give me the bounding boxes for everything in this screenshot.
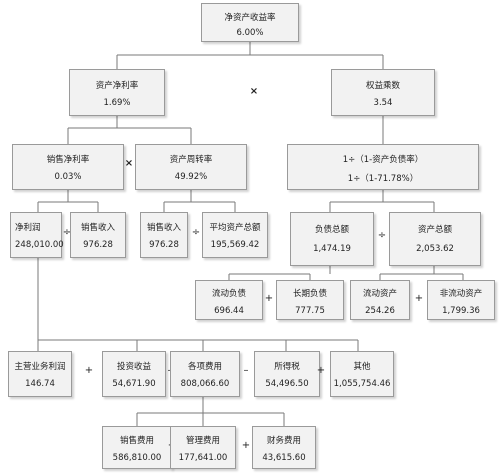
node-avg-assets-value: 195,569.42 [210, 240, 260, 250]
node-sell-exp-label: 销售费用 [119, 436, 154, 446]
node-tat-value: 49.92% [174, 172, 208, 182]
node-sales-revenue-2: 销售收入 976.28 [140, 212, 188, 258]
node-main-profit-label: 主营业务利润 [14, 362, 66, 372]
node-em-value: 3.54 [373, 98, 393, 108]
node-other: 其他 1,055,754.46 [330, 351, 394, 397]
node-cur-liab-value: 696.44 [214, 306, 244, 316]
node-other-label: 其他 [353, 362, 371, 372]
node-admin-exp-value: 177,641.00 [178, 453, 228, 463]
node-formula-label: 1÷（1-资产负债率） [342, 155, 424, 165]
node-income-tax: 所得税 54,496.50 [254, 351, 320, 397]
node-current-assets: 流动资产 254.26 [350, 280, 410, 320]
node-invest-label: 投资收益 [116, 362, 151, 372]
node-current-liabilities: 流动负债 696.44 [195, 280, 263, 320]
node-main-business-profit: 主营业务利润 146.74 [8, 351, 72, 397]
node-lt-liab-label: 长期负债 [292, 289, 327, 299]
node-admin-expenses: 管理费用 177,641.00 [170, 426, 236, 469]
node-net-profit-margin: 销售净利率 0.03% [12, 144, 124, 190]
plus-operator-6: + [241, 440, 251, 451]
node-roa: 资产净利率 1.69% [69, 69, 165, 116]
minus-operator-2: – [243, 365, 249, 376]
node-sales1-value: 976.28 [83, 240, 113, 250]
node-sales2-label: 销售收入 [146, 223, 181, 233]
node-selling-expenses: 销售费用 586,810.00 [102, 426, 172, 469]
node-fin-exp-value: 43,615.60 [262, 453, 306, 463]
node-noncur-assets-value: 1,799.36 [442, 306, 480, 316]
times-operator: × [249, 86, 259, 97]
node-noncurrent-assets: 非流动资产 1,799.36 [427, 280, 495, 320]
node-expenses-label: 各项费用 [187, 362, 222, 372]
divide-operator: ÷ [62, 227, 72, 238]
node-total-liabilities: 负债总额 1,474.19 [290, 212, 374, 266]
node-roe: 净资产收益率 6.00% [201, 3, 299, 42]
node-main-profit-value: 146.74 [25, 379, 55, 389]
node-tat-label: 资产周转率 [169, 155, 213, 165]
node-average-total-assets: 平均资产总额 195,569.42 [202, 212, 268, 258]
node-em-label: 权益乘数 [365, 81, 400, 91]
plus-operator-3: + [84, 365, 94, 376]
node-various-expenses: 各项费用 808,066.60 [170, 351, 240, 397]
node-liab-value: 1,474.19 [313, 244, 351, 254]
divide-operator-3: ÷ [377, 230, 387, 241]
plus-operator-4: + [316, 365, 326, 376]
node-roe-value: 6.00% [236, 28, 264, 38]
node-cur-assets-value: 254.26 [365, 306, 395, 316]
node-total-assets: 资产总额 2,053.62 [389, 212, 481, 266]
node-np-label: 净利润 [15, 223, 41, 233]
node-lt-liab-value: 777.75 [295, 306, 325, 316]
node-invest-value: 54,671.90 [112, 379, 156, 389]
node-cur-assets-label: 流动资产 [362, 289, 397, 299]
node-fin-exp-label: 财务费用 [266, 436, 301, 446]
node-sales-revenue: 销售收入 976.28 [70, 212, 126, 258]
node-roa-value: 1.69% [103, 98, 131, 108]
node-avg-assets-label: 平均资产总额 [209, 223, 261, 233]
node-investment-income: 投资收益 54,671.90 [102, 351, 166, 397]
plus-operator-2: + [414, 293, 424, 304]
node-np-value: 248,010.00 [15, 240, 64, 250]
node-roa-label: 资产净利率 [95, 81, 139, 91]
node-cur-liab-label: 流动负债 [211, 289, 246, 299]
node-tax-label: 所得税 [274, 362, 300, 372]
node-npm-value: 0.03% [54, 172, 82, 182]
times-operator-2: × [124, 158, 134, 169]
node-financial-expenses: 财务费用 43,615.60 [252, 426, 316, 469]
node-liab-label: 负债总额 [314, 225, 349, 235]
node-expenses-value: 808,066.60 [180, 379, 230, 389]
node-sales2-value: 976.28 [149, 240, 179, 250]
node-long-term-liabilities: 长期负债 777.75 [276, 280, 344, 320]
node-sales1-label: 销售收入 [80, 223, 115, 233]
node-equity-multiplier: 权益乘数 3.54 [331, 69, 435, 116]
node-net-profit: 净利润 248,010.00 [10, 212, 64, 258]
node-tax-value: 54,496.50 [265, 379, 309, 389]
divide-operator-2: ÷ [191, 227, 201, 238]
node-other-value: 1,055,754.46 [333, 379, 391, 389]
node-noncur-assets-label: 非流动资产 [439, 289, 483, 299]
plus-operator: + [264, 293, 274, 304]
node-assets-value: 2,053.62 [416, 244, 454, 254]
node-admin-exp-label: 管理费用 [185, 436, 220, 446]
node-formula-value: 1÷（1-71.78%） [347, 174, 419, 184]
node-sell-exp-value: 586,810.00 [112, 453, 162, 463]
node-npm-label: 销售净利率 [46, 155, 90, 165]
node-roe-label: 净资产收益率 [224, 13, 276, 23]
node-em-formula: 1÷（1-资产负债率） 1÷（1-71.78%） [287, 144, 479, 190]
node-assets-label: 资产总额 [417, 225, 452, 235]
node-asset-turnover: 资产周转率 49.92% [135, 144, 247, 190]
